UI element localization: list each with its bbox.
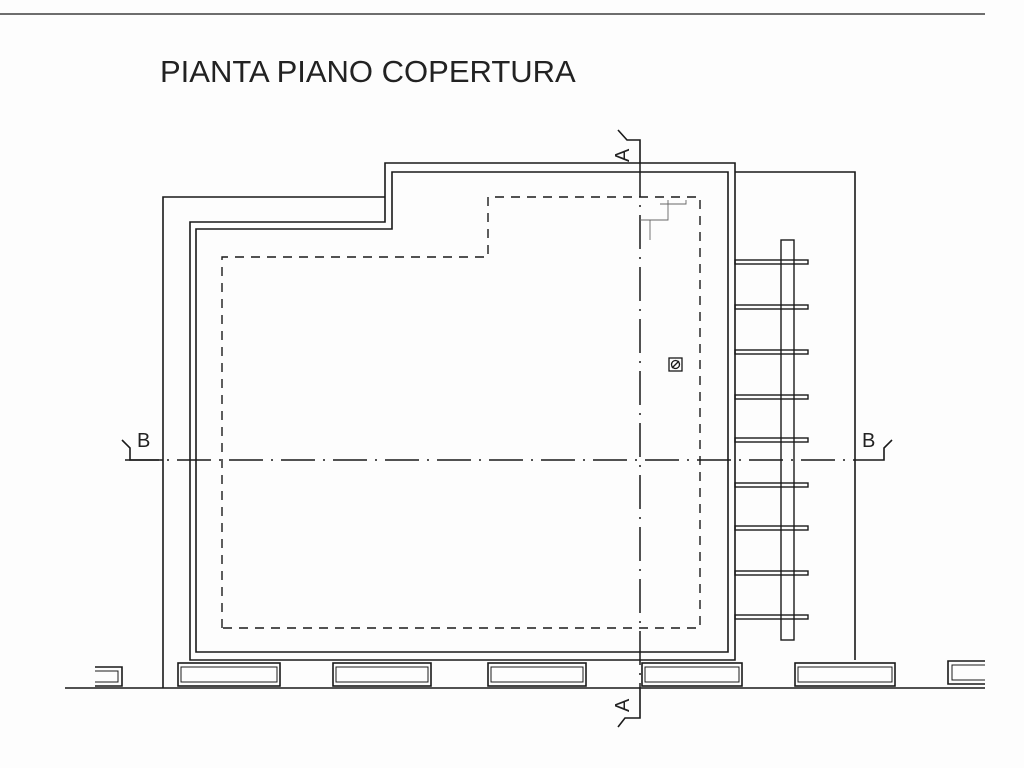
planter bbox=[177, 662, 281, 687]
drain-symbol-icon bbox=[668, 357, 683, 372]
planter-inner bbox=[335, 666, 429, 683]
pergola-rail bbox=[734, 614, 809, 620]
pergola-rail bbox=[734, 525, 809, 531]
pergola-beam bbox=[780, 239, 795, 641]
pergola-rail bbox=[734, 437, 809, 443]
section-label-b-left: B bbox=[137, 430, 150, 452]
planters bbox=[177, 662, 896, 687]
section-label-b-right: B bbox=[862, 430, 875, 452]
pergola-rail bbox=[734, 570, 809, 576]
section-label-a-top: A bbox=[612, 148, 634, 162]
roof-edge-dashed bbox=[221, 196, 701, 629]
pergola-rail bbox=[734, 482, 809, 488]
outer-outline-left bbox=[162, 196, 385, 688]
planter-inner bbox=[180, 666, 278, 683]
planter-partial-right bbox=[947, 660, 985, 685]
section-marker-a-bottom bbox=[617, 688, 641, 728]
stair-marks-icon bbox=[640, 200, 687, 240]
planter-partial-left-inner bbox=[95, 670, 119, 683]
section-marker-b-left bbox=[121, 439, 163, 461]
planter bbox=[332, 662, 432, 687]
pergola bbox=[734, 239, 809, 641]
section-marker-b-right bbox=[855, 439, 893, 461]
planter bbox=[641, 662, 743, 687]
pergola-rail bbox=[734, 394, 809, 400]
pergola-rail bbox=[734, 349, 809, 355]
planter-partial-right-inner bbox=[951, 664, 985, 681]
parapet-outer bbox=[189, 162, 736, 661]
planter-inner bbox=[644, 666, 740, 683]
pergola-rail bbox=[734, 304, 809, 310]
pergola-rail bbox=[734, 259, 809, 265]
planter-inner bbox=[797, 666, 893, 683]
planter bbox=[794, 662, 896, 687]
planter bbox=[487, 662, 587, 687]
section-marker-a-top bbox=[617, 129, 641, 163]
parapet-inner bbox=[195, 171, 729, 653]
planter-partial-left bbox=[95, 666, 123, 687]
section-label-a-bottom: A bbox=[612, 698, 634, 712]
planter-inner bbox=[490, 666, 584, 683]
drawing-title: PIANTA PIANO COPERTURA bbox=[160, 54, 576, 89]
outer-outline-right bbox=[735, 171, 856, 660]
